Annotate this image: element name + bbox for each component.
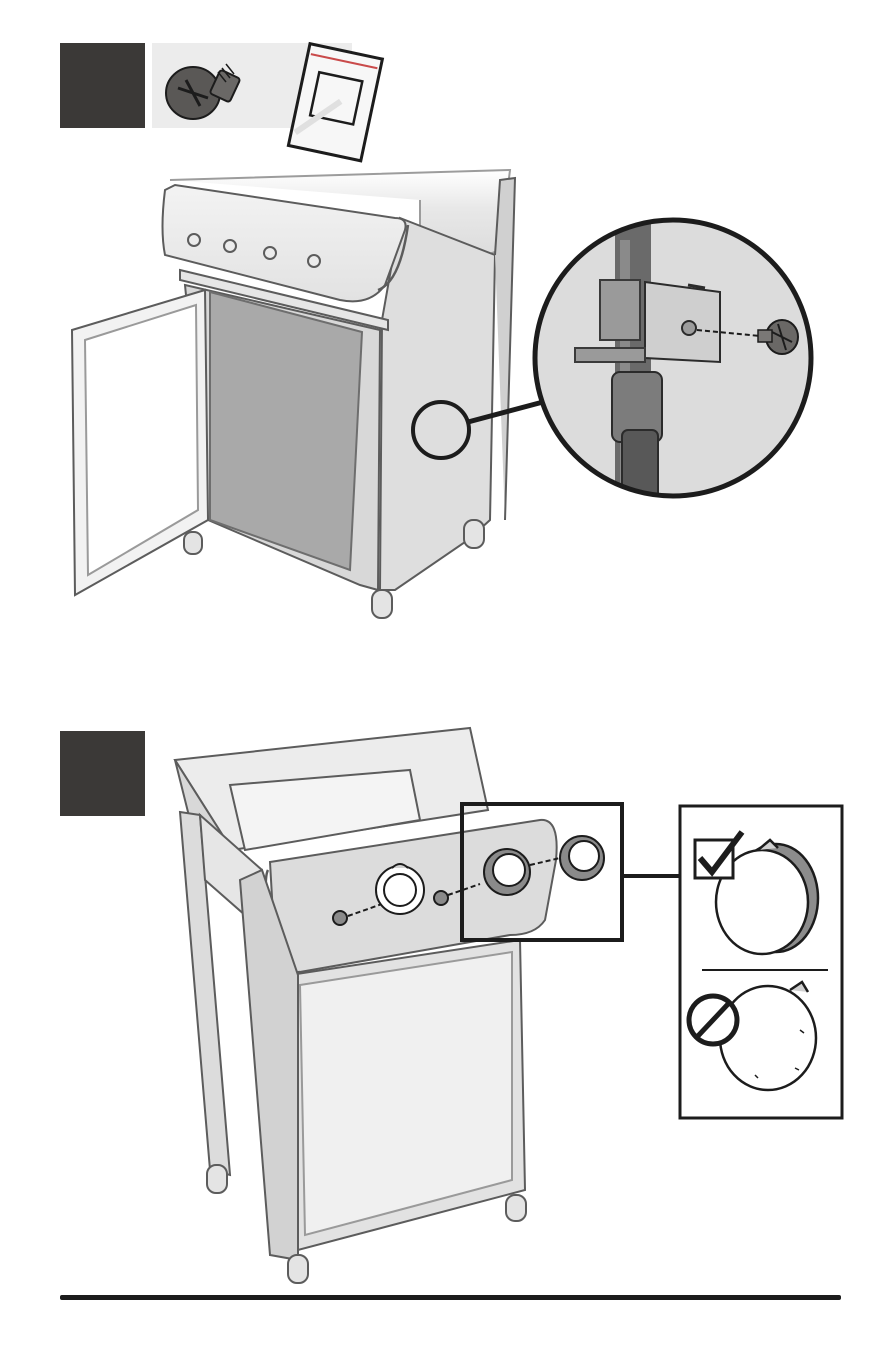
footer-rule [60, 1295, 841, 1300]
hardware-bag-icon [288, 44, 382, 161]
grill-cart-step-1 [72, 170, 515, 618]
screw-icon [166, 64, 240, 119]
knob-orientation-panel [680, 806, 842, 1118]
prohibited-icon [689, 996, 737, 1044]
zoom-detail-screw-bracket [535, 220, 811, 520]
grill-cart-step-2 [175, 728, 557, 1283]
